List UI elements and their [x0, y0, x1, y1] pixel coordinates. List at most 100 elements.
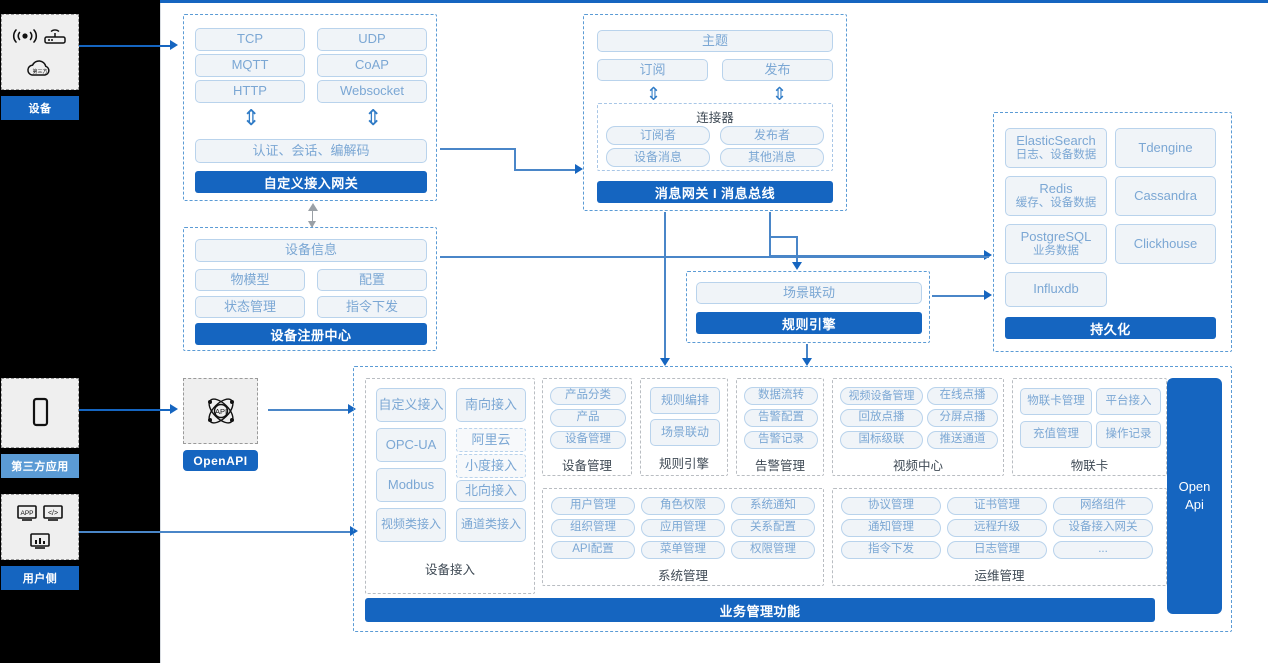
store-cassandra[interactable]: Cassandra — [1115, 176, 1216, 216]
store-redis[interactable]: Redis 缓存、设备数据 — [1005, 176, 1107, 216]
connector-gw-to-msg-h1 — [440, 148, 515, 150]
openapi-side-bar[interactable]: Open Api — [1167, 378, 1222, 614]
connector-device-message[interactable]: 设备消息 — [606, 148, 710, 167]
group-iot-card: 物联卡管理 平台接入 充值管理 操作记录 物联卡 — [1012, 378, 1167, 476]
access-northbound[interactable]: 北向接入 — [456, 480, 526, 502]
device-info-chip[interactable]: 设备信息 — [195, 239, 427, 262]
dm-product[interactable]: 产品 — [550, 409, 626, 427]
vc-playback[interactable]: 回放点播 — [840, 409, 923, 427]
store-postgresql[interactable]: PostgreSQL 业务数据 — [1005, 224, 1107, 264]
sm-relation-config[interactable]: 关系配置 — [731, 519, 815, 537]
sm-org-management[interactable]: 组织管理 — [551, 519, 635, 537]
connector-gw-to-msg-h2 — [514, 169, 580, 171]
vc-video-device-management[interactable]: 视频设备管理 — [840, 387, 923, 405]
protocol-http[interactable]: HTTP — [195, 80, 305, 103]
ic-recharge-management[interactable]: 充值管理 — [1020, 421, 1092, 448]
am-alarm-record[interactable]: 告警记录 — [744, 431, 818, 449]
dm-product-category[interactable]: 产品分类 — [550, 387, 626, 405]
actor-device: 第三方 设备 — [1, 14, 79, 120]
vc-push-channel[interactable]: 推送通道 — [927, 431, 998, 449]
connector-publisher[interactable]: 发布者 — [720, 126, 824, 145]
vc-gb-cascade[interactable]: 国标级联 — [840, 431, 923, 449]
access-video-type[interactable]: 视频类接入 — [376, 508, 446, 542]
dm-device-management[interactable]: 设备管理 — [550, 431, 626, 449]
access-gateway-footer[interactable]: 自定义接入网关 — [195, 171, 427, 193]
connector-msg-to-rule-v1 — [769, 212, 771, 237]
message-gateway-footer[interactable]: 消息网关 I 消息总线 — [597, 181, 833, 203]
store-redis-sub: 缓存、设备数据 — [1015, 196, 1097, 209]
om-more[interactable]: ... — [1053, 541, 1153, 559]
om-command-dispatch[interactable]: 指令下发 — [841, 541, 941, 559]
connector-msg-to-rule-h — [769, 236, 797, 238]
group-device-management: 产品分类 产品 设备管理 设备管理 — [542, 378, 632, 476]
am-data-flow[interactable]: 数据流转 — [744, 387, 818, 405]
sm-role-permission[interactable]: 角色权限 — [641, 497, 725, 515]
om-certificate-management[interactable]: 证书管理 — [947, 497, 1047, 515]
ic-card-management[interactable]: 物联卡管理 — [1020, 388, 1092, 415]
om-network-component[interactable]: 网络组件 — [1053, 497, 1153, 515]
ic-operation-record[interactable]: 操作记录 — [1096, 421, 1161, 448]
topic-chip[interactable]: 主题 — [597, 30, 833, 52]
arrow-thirdparty-to-openapi — [170, 404, 178, 414]
device-registry-footer[interactable]: 设备注册中心 — [195, 323, 427, 345]
om-protocol-management[interactable]: 协议管理 — [841, 497, 941, 515]
om-remote-upgrade[interactable]: 远程升级 — [947, 519, 1047, 537]
sm-permission-management[interactable]: 权限管理 — [731, 541, 815, 559]
sm-user-management[interactable]: 用户管理 — [551, 497, 635, 515]
thing-model-chip[interactable]: 物模型 — [195, 269, 305, 291]
store-elasticsearch-name: ElasticSearch — [1016, 132, 1096, 148]
connector-msg-to-business-v — [664, 212, 666, 364]
arrow-rule-to-persist — [984, 290, 992, 300]
scene-linkage-chip[interactable]: 场景联动 — [696, 282, 922, 304]
protocol-coap[interactable]: CoAP — [317, 54, 427, 77]
access-modbus[interactable]: Modbus — [376, 468, 446, 502]
status-management-chip[interactable]: 状态管理 — [195, 296, 305, 318]
access-opc-ua[interactable]: OPC-UA — [376, 428, 446, 462]
publish-chip[interactable]: 发布 — [722, 59, 833, 81]
am-alarm-config[interactable]: 告警配置 — [744, 409, 818, 427]
store-elasticsearch[interactable]: ElasticSearch 日志、设备数据 — [1005, 128, 1107, 168]
om-notification-management[interactable]: 通知管理 — [841, 519, 941, 537]
rule-engine-footer[interactable]: 规则引擎 — [696, 312, 922, 334]
connector-subscriber[interactable]: 订阅者 — [606, 126, 710, 145]
app-monitor-icon: APP — [16, 504, 38, 522]
om-device-access-gateway[interactable]: 设备接入网关 — [1053, 519, 1153, 537]
access-xiaodu[interactable]: 小度接入 — [456, 454, 526, 478]
access-southbound[interactable]: 南向接入 — [456, 388, 526, 422]
protocol-mqtt[interactable]: MQTT — [195, 54, 305, 77]
sm-app-management[interactable]: 应用管理 — [641, 519, 725, 537]
persistence-footer[interactable]: 持久化 — [1005, 317, 1216, 339]
bidirectional-arrow-right-icon: ⇕ — [364, 106, 383, 131]
ic-platform-access[interactable]: 平台接入 — [1096, 388, 1161, 415]
group-system-management: 用户管理 角色权限 系统通知 组织管理 应用管理 关系配置 API配置 菜单管理… — [542, 488, 824, 586]
re-rule-orchestration[interactable]: 规则编排 — [650, 387, 720, 414]
access-aliyun[interactable]: 阿里云 — [456, 428, 526, 452]
store-clickhouse[interactable]: Clickhouse — [1115, 224, 1216, 264]
vc-online-play[interactable]: 在线点播 — [927, 387, 998, 405]
vc-split-screen-play[interactable]: 分屏点播 — [927, 409, 998, 427]
connector-other-message[interactable]: 其他消息 — [720, 148, 824, 167]
actor-third-party-label: 第三方应用 — [1, 454, 79, 478]
protocol-tcp[interactable]: TCP — [195, 28, 305, 51]
command-dispatch-chip[interactable]: 指令下发 — [317, 296, 427, 318]
store-redis-name: Redis — [1039, 180, 1073, 196]
om-log-management[interactable]: 日志管理 — [947, 541, 1047, 559]
subscribe-chip[interactable]: 订阅 — [597, 59, 708, 81]
sm-api-config[interactable]: API配置 — [551, 541, 635, 559]
protocol-websocket[interactable]: Websocket — [317, 80, 427, 103]
sm-system-notification[interactable]: 系统通知 — [731, 497, 815, 515]
connector-gw-to-msg-v — [514, 148, 516, 170]
sm-menu-management[interactable]: 菜单管理 — [641, 541, 725, 559]
config-chip[interactable]: 配置 — [317, 269, 427, 291]
arrow-msg-to-persist — [984, 250, 992, 260]
business-management-block: 自定义接入 南向接入 OPC-UA 阿里云 Modbus 小度接入 北向接入 视… — [353, 366, 1232, 632]
business-management-footer[interactable]: 业务管理功能 — [365, 598, 1155, 622]
access-custom[interactable]: 自定义接入 — [376, 388, 446, 422]
protocol-udp[interactable]: UDP — [317, 28, 427, 51]
store-tdengine[interactable]: Tdengine — [1115, 128, 1216, 168]
access-channel-type[interactable]: 通道类接入 — [456, 508, 526, 542]
store-influxdb[interactable]: Influxdb — [1005, 272, 1107, 307]
arrow-msg-to-business — [660, 358, 670, 366]
auth-session-codec[interactable]: 认证、会话、编解码 — [195, 139, 427, 163]
re-scene-linkage[interactable]: 场景联动 — [650, 419, 720, 446]
